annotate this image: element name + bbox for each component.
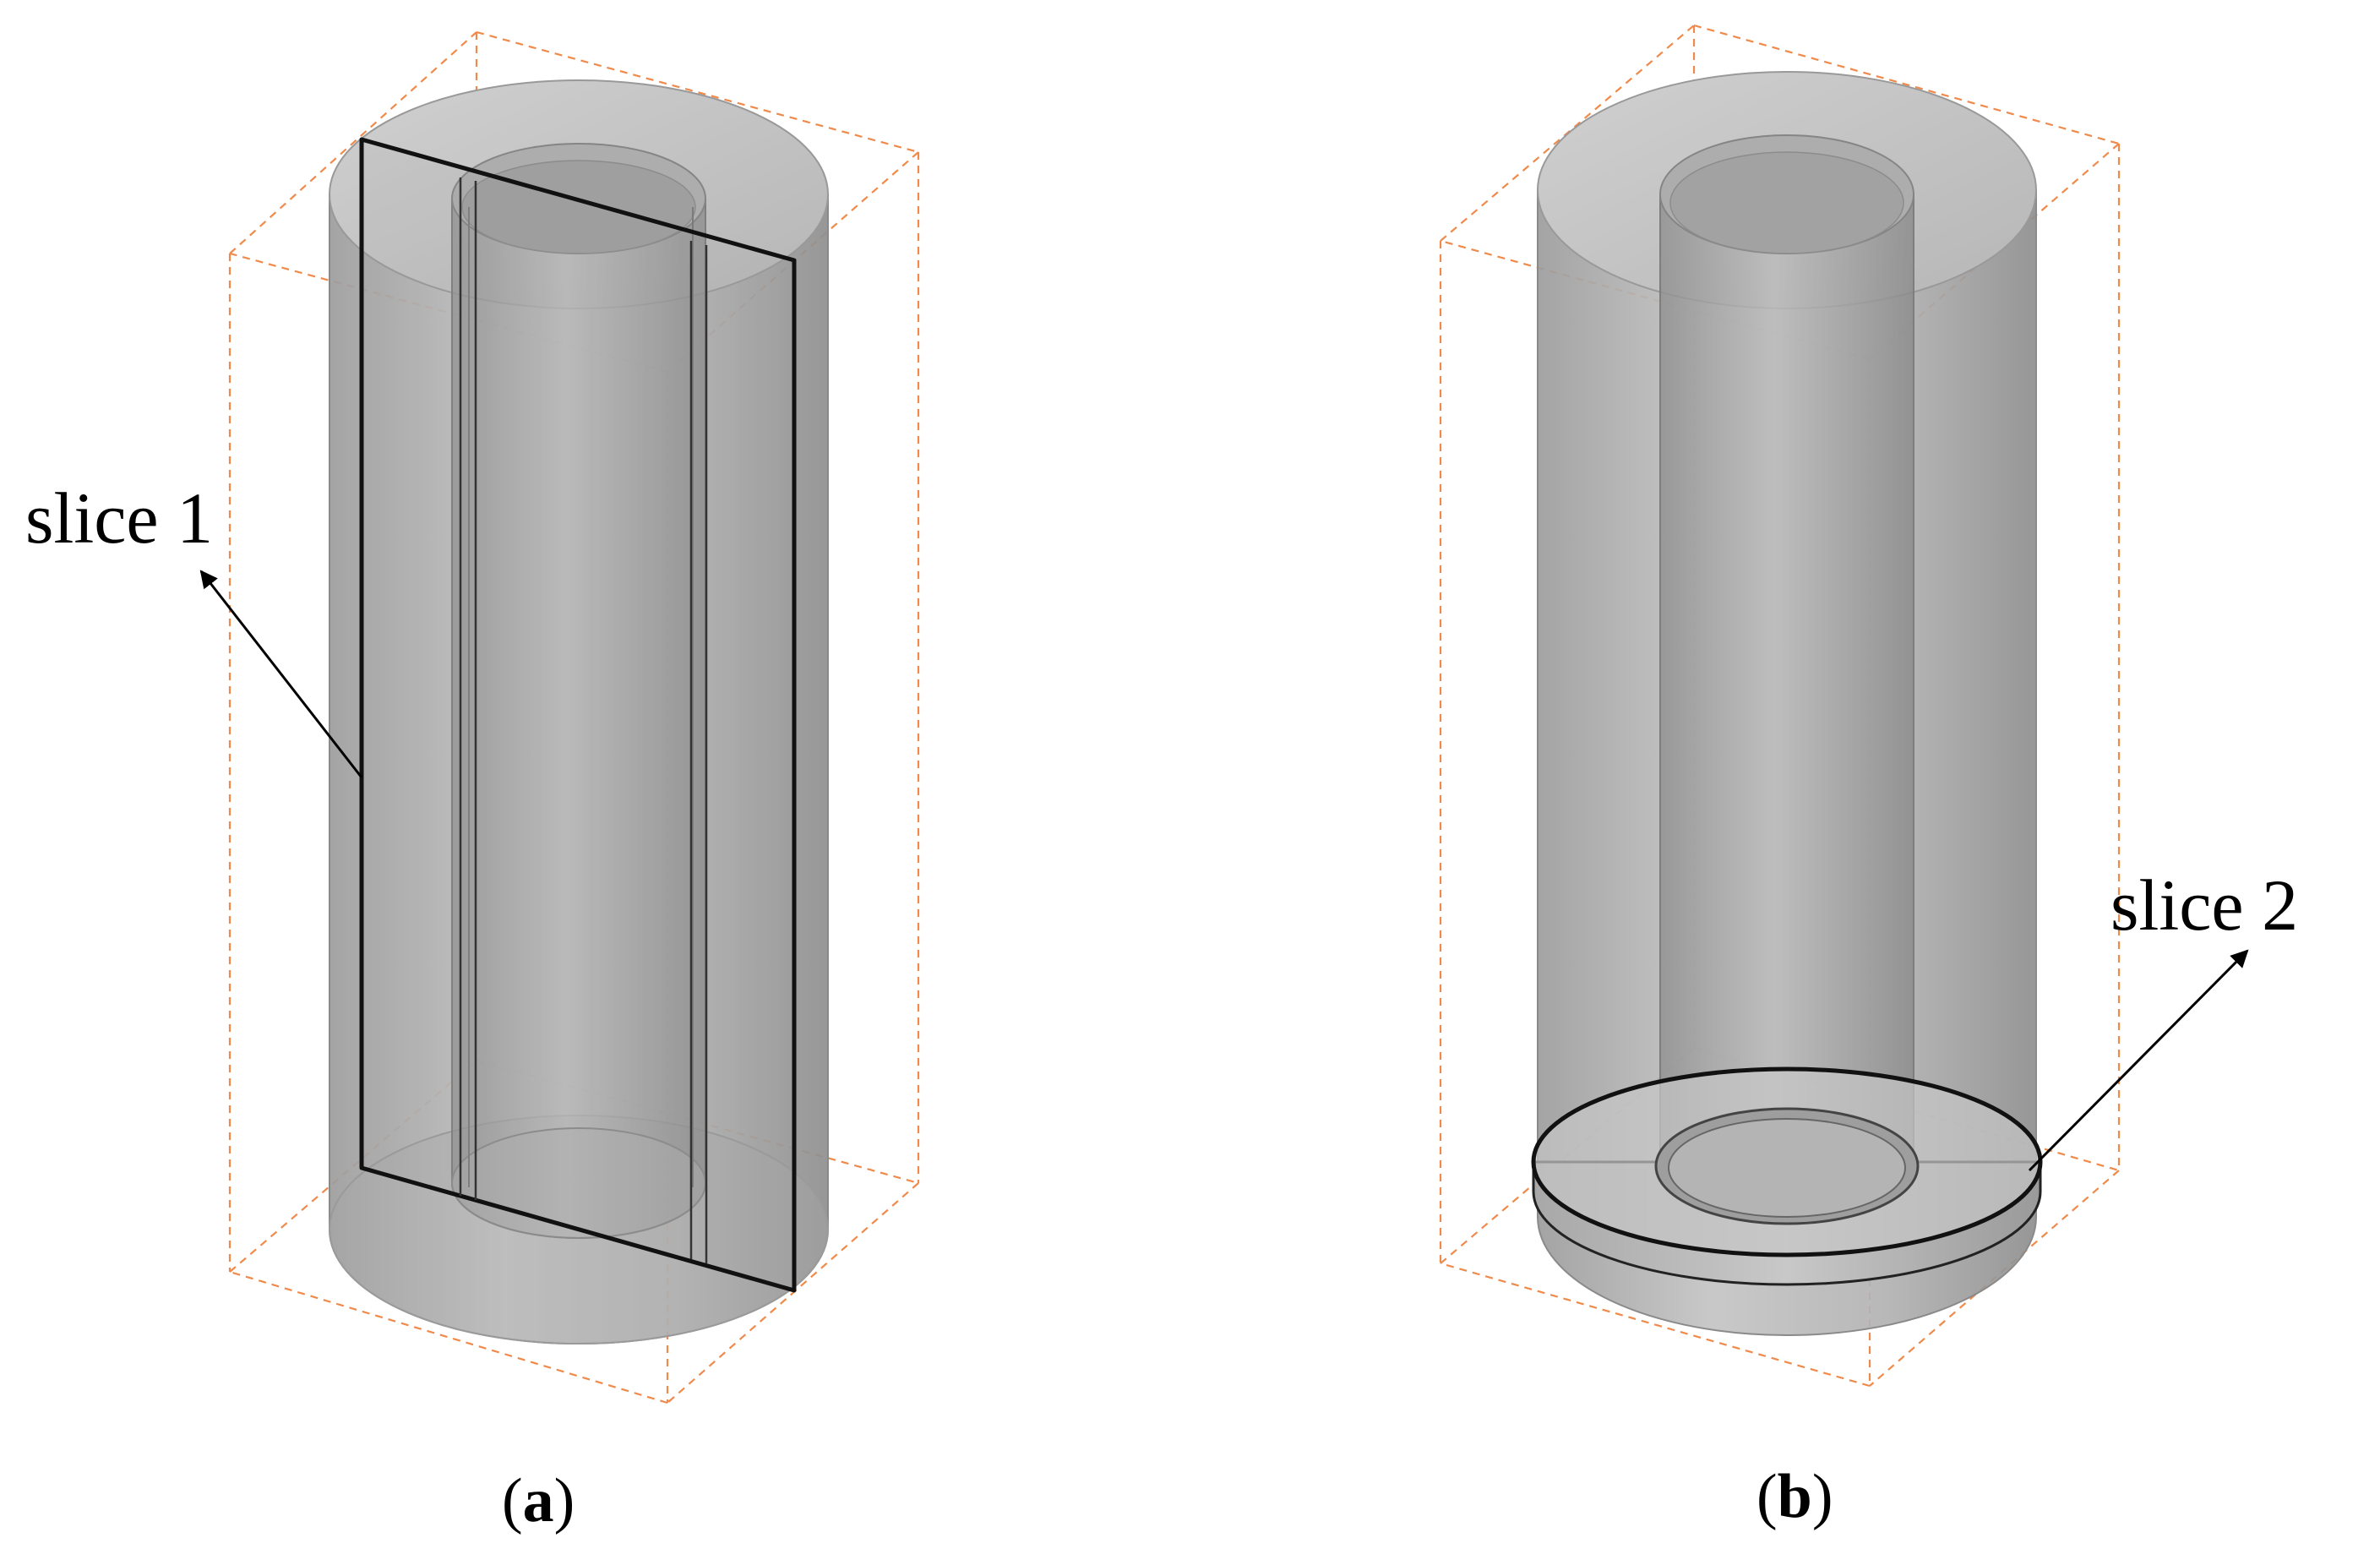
panel-b: slice 2 (b): [1439, 24, 2298, 1531]
callout-arrow-a: [199, 570, 363, 778]
callout-label-slice-1: slice 1: [25, 477, 213, 559]
callout-arrow-b: [2028, 949, 2249, 1172]
slice-1-plane: [359, 137, 797, 1293]
caption-a: (a): [502, 1466, 575, 1535]
panel-a: slice 1 (a): [25, 30, 920, 1535]
slice-2-ring: [1531, 1066, 2043, 1286]
callout-label-slice-2: slice 2: [2110, 864, 2298, 946]
caption-b: (b): [1756, 1462, 1833, 1531]
inner-tube-b: [1659, 194, 1914, 1218]
